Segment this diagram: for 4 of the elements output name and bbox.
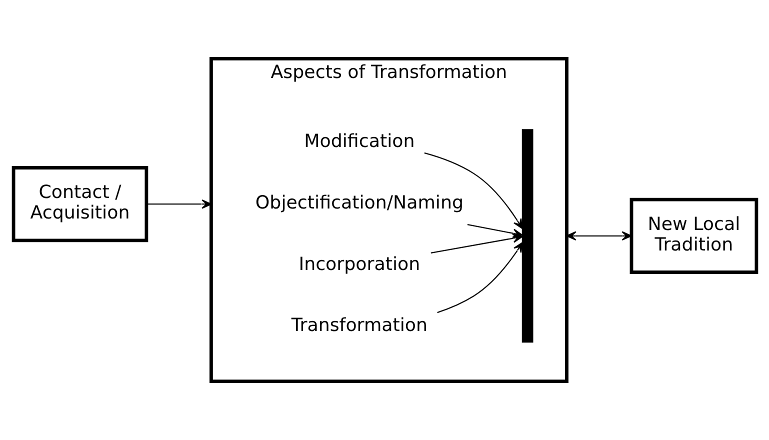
node-text: Incorporation <box>298 254 420 275</box>
node-text: Transformation <box>290 315 428 336</box>
node-text: Objectification/Naming <box>254 192 463 214</box>
node-text: Modification <box>304 131 414 152</box>
